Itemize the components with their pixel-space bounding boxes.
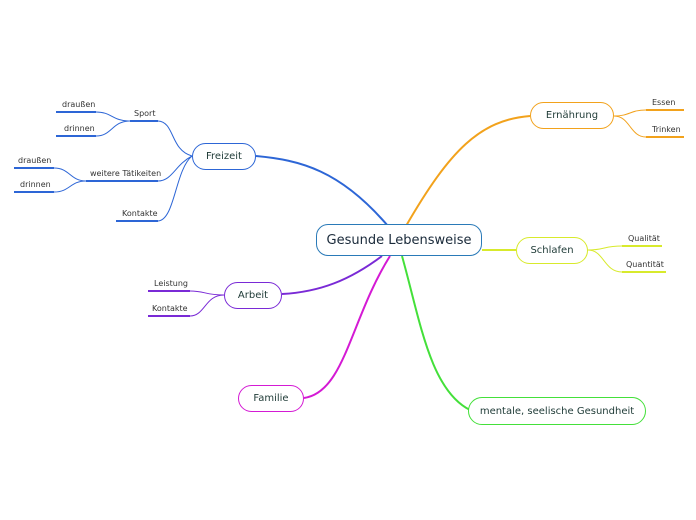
connector-freizeit-kontakte bbox=[157, 155, 193, 222]
sport-drinnen-label[interactable]: drinnen bbox=[64, 124, 95, 133]
central-topic-node[interactable]: Gesunde Lebensweise bbox=[316, 224, 482, 256]
connector-freizeit-weitere bbox=[157, 155, 193, 182]
arbeit-kontakte-label[interactable]: Kontakte bbox=[152, 304, 188, 313]
arbeit-node[interactable]: Arbeit bbox=[224, 282, 282, 309]
connector-central-mental bbox=[401, 255, 471, 411]
sport-label[interactable]: Sport bbox=[134, 109, 156, 118]
weitere-draussen-label[interactable]: draußen bbox=[18, 156, 52, 165]
connector-freizeit-sport bbox=[157, 120, 193, 157]
connector-arbeit-leistung bbox=[189, 290, 225, 296]
connector-schlafen-qualitaet bbox=[587, 245, 623, 251]
schlafen-node[interactable]: Schlafen bbox=[516, 237, 588, 264]
connector-sport-draussen bbox=[95, 111, 131, 122]
qualitaet-label[interactable]: Qualität bbox=[628, 234, 660, 243]
freizeit-node[interactable]: Freizeit bbox=[192, 143, 256, 170]
weitere-drinnen-label[interactable]: drinnen bbox=[20, 180, 51, 189]
ernaehrung-node[interactable]: Ernährung bbox=[530, 102, 614, 129]
connector-weitere-drinnen bbox=[53, 180, 87, 193]
connector-central-ernaehrung bbox=[405, 115, 531, 227]
freizeit-kontakte-label[interactable]: Kontakte bbox=[122, 209, 158, 218]
connector-central-arbeit bbox=[281, 255, 383, 295]
familie-node[interactable]: Familie bbox=[238, 385, 304, 412]
connector-schlafen-quantitaet bbox=[587, 249, 623, 273]
sport-draussen-label[interactable]: draußen bbox=[62, 100, 96, 109]
leistung-label[interactable]: Leistung bbox=[154, 279, 188, 288]
connector-weitere-draussen bbox=[53, 167, 87, 182]
connector-ernaehrung-trinken bbox=[613, 115, 647, 138]
connector-central-familie bbox=[303, 255, 391, 399]
mental-health-node[interactable]: mentale, seelische Gesundheit bbox=[468, 397, 646, 425]
quantitaet-label[interactable]: Quantität bbox=[626, 260, 664, 269]
connector-ernaehrung-essen bbox=[613, 109, 647, 117]
weitere-taetigkeiten-label[interactable]: weitere Tätikeiten bbox=[90, 169, 162, 178]
essen-label[interactable]: Essen bbox=[652, 98, 676, 107]
connector-central-freizeit bbox=[255, 155, 389, 227]
connector-sport-drinnen bbox=[95, 120, 131, 137]
trinken-label[interactable]: Trinken bbox=[652, 125, 681, 134]
connector-arbeit-kontakte bbox=[189, 294, 225, 317]
